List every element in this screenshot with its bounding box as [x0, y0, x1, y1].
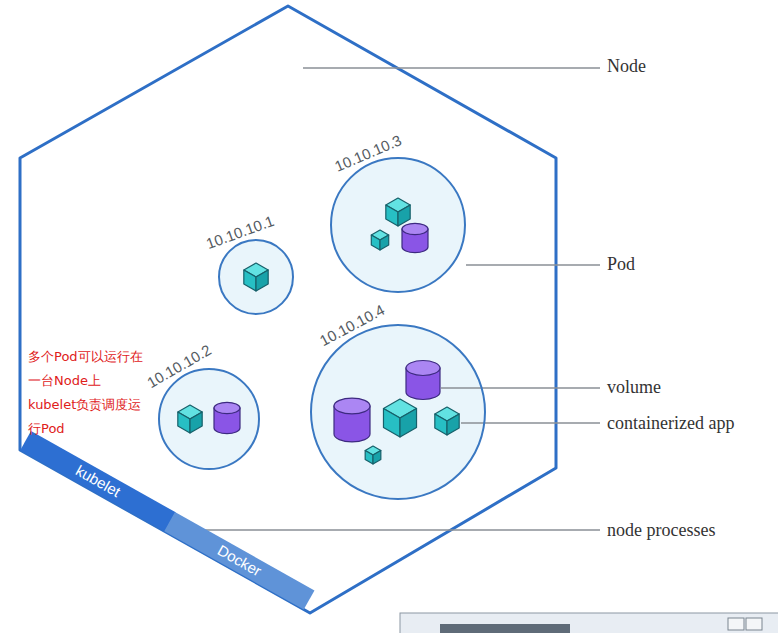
cube-face — [365, 451, 373, 465]
cube-face — [400, 409, 417, 438]
window-fragment — [400, 613, 778, 633]
pod-border — [219, 240, 293, 314]
pod-fill — [331, 158, 465, 292]
pod-outline — [309, 323, 487, 501]
window-button — [746, 618, 762, 630]
cylinder-top — [334, 398, 370, 414]
pod-ip: 10.10.10.3 — [332, 132, 404, 175]
node-process-band: Docker — [165, 512, 315, 610]
container-cube — [386, 198, 410, 226]
container-cube — [383, 399, 416, 437]
part-name: Pod — [607, 254, 635, 275]
leader-line — [303, 67, 600, 69]
cylinder-top — [406, 361, 440, 376]
cube-face — [386, 205, 398, 226]
leader-line — [180, 529, 600, 531]
part-name: containerized app — [607, 413, 734, 434]
cube-face — [383, 409, 400, 438]
container-cube — [435, 407, 459, 435]
container-cube — [178, 405, 202, 433]
cube-face — [398, 205, 410, 226]
cube-face — [373, 451, 381, 465]
leader-line — [466, 264, 600, 266]
pod-border — [331, 158, 465, 292]
pod-circle: 10.10.10.3 — [331, 158, 465, 292]
note-text: kubelet负责调度运行Pod — [28, 393, 146, 441]
pod-fill — [159, 369, 259, 469]
cube-face — [380, 235, 389, 250]
volume-cylinder — [402, 223, 428, 252]
note-box: 多个Pod可以运行在一台Node上kubelet负责调度运行Pod — [28, 345, 146, 441]
pod-border — [311, 325, 485, 499]
node-hexagon — [20, 6, 556, 613]
cylinder-top — [402, 223, 428, 234]
cylinder-top — [214, 402, 240, 413]
pod-border — [159, 369, 259, 469]
note-text: 多个Pod可以运行在一台Node上 — [28, 345, 146, 393]
cube-face — [178, 412, 190, 433]
volume-cylinder — [214, 402, 240, 433]
container-cube — [244, 263, 268, 291]
leader-line — [461, 422, 600, 424]
cube-face — [256, 270, 268, 291]
window-bar — [440, 624, 570, 633]
cube-face — [435, 414, 447, 435]
pod-fill — [311, 325, 485, 499]
process-name: kubelet — [71, 460, 124, 503]
pod-fill — [219, 240, 293, 314]
icon-group — [178, 198, 459, 464]
volume-cylinder — [334, 398, 370, 442]
container-cube — [365, 446, 381, 464]
cube-face — [371, 235, 380, 250]
container-cube — [371, 230, 388, 250]
cube-face — [244, 270, 256, 291]
pod-ip: 10.10.10.2 — [144, 341, 214, 391]
pod-ip: 10.10.10.4 — [317, 301, 388, 349]
pod-ip: 10.10.10.1 — [203, 212, 275, 252]
pod-outline — [157, 367, 261, 471]
cube-face — [190, 412, 202, 433]
pod-outline — [329, 156, 467, 294]
pod-circle: 10.10.10.4 — [311, 325, 485, 499]
process-name: Docker — [214, 540, 266, 582]
part-name: node processes — [607, 520, 715, 541]
part-name: volume — [607, 377, 661, 398]
pod-circle: 10.10.10.1 — [219, 240, 293, 314]
part-name: Node — [607, 56, 646, 77]
volume-cylinder — [406, 361, 440, 400]
window-button — [728, 618, 744, 630]
pod-outline — [217, 238, 295, 316]
leader-line — [441, 387, 600, 389]
pod-circle: 10.10.10.2 — [159, 369, 259, 469]
cube-face — [447, 414, 459, 435]
node-process-band: kubelet — [20, 431, 175, 532]
